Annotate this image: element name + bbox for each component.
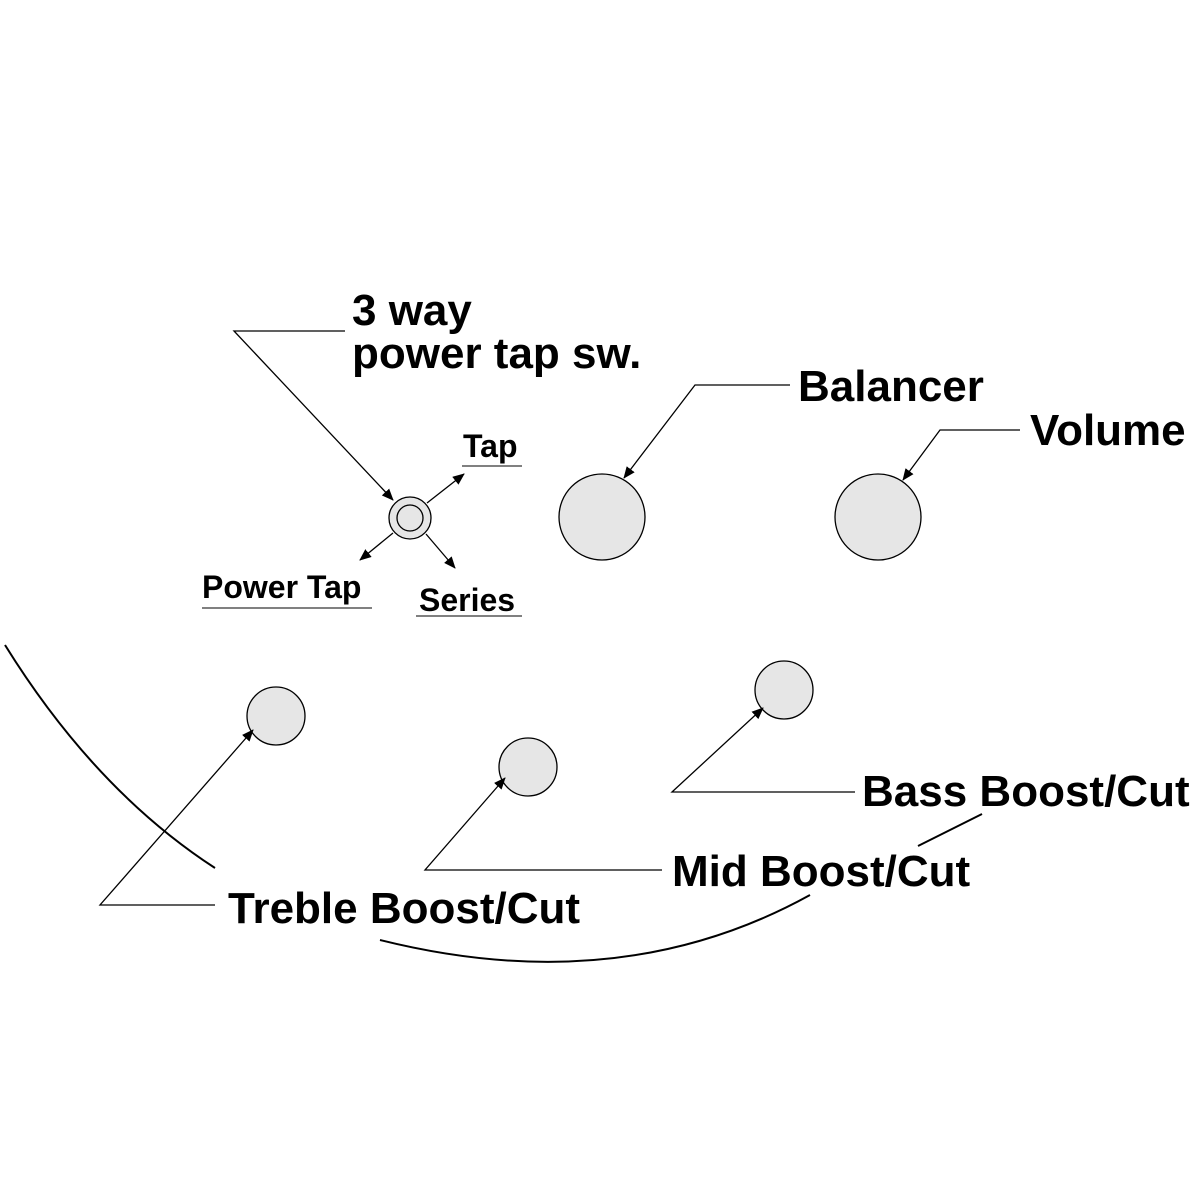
treble-leader-line [98,729,254,906]
switch-leader-line [232,330,394,501]
volume-knob[interactable] [834,473,922,561]
body-outline-bottom [379,894,811,963]
mid-leader-line [423,777,662,871]
switch-label-line2: power tap sw. [352,329,641,378]
bass-knob[interactable] [754,660,814,720]
balancer-knob[interactable] [558,473,646,561]
balancer-leader-line [623,384,790,479]
bass-label: Bass Boost/Cut [862,767,1190,816]
bass-leader-line [670,707,855,793]
treble-label: Treble Boost/Cut [228,884,580,933]
tap-arrow [426,473,465,504]
body-outline-left [4,644,216,869]
series-arrow [425,533,456,569]
tap-label: Tap [463,428,518,464]
mid-knob[interactable] [498,737,558,797]
balancer-label: Balancer [798,362,984,411]
power-tap-arrow [359,532,394,561]
volume-label: Volume [1030,406,1186,455]
volume-leader-line [902,429,1020,481]
mid-label: Mid Boost/Cut [672,847,971,896]
treble-knob[interactable] [246,686,306,746]
series-label: Series [419,582,515,618]
switch-label-line1: 3 way [352,286,472,335]
power-tap-label: Power Tap [202,569,361,605]
switch-knob-inner [396,504,424,532]
body-outline-right [917,813,983,847]
